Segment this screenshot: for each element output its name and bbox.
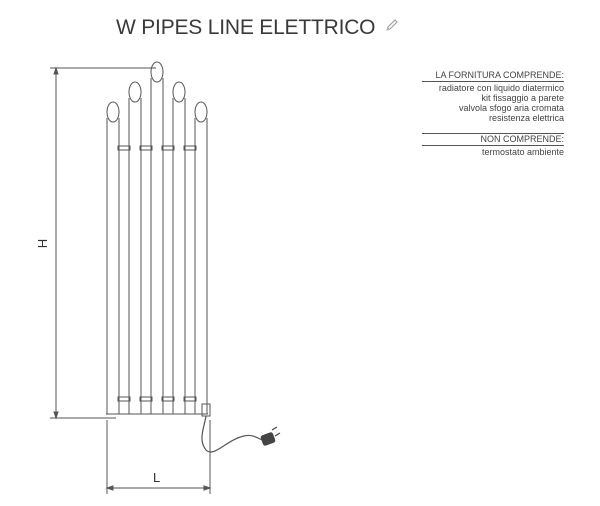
- included-item: valvola sfogo aria cromata: [458, 103, 564, 113]
- included-header: LA FORNITURA COMPRENDE:: [422, 70, 564, 82]
- power-cable: [201, 415, 263, 453]
- pencil-icon: [386, 19, 398, 31]
- width-label: L: [153, 470, 161, 485]
- specs-box: LA FORNITURA COMPRENDE: radiatore con li…: [422, 70, 564, 157]
- included-item: kit fissaggio a parete: [481, 93, 564, 103]
- title-text: W PIPES LINE ELETTRICO: [116, 16, 376, 39]
- pipe-5: [194, 101, 208, 414]
- pipe-2: [128, 81, 142, 414]
- width-arrow-right: [203, 485, 212, 491]
- electric-plug-icon: [260, 426, 281, 446]
- top-connectors: [117, 145, 197, 151]
- bottom-connectors: [117, 396, 197, 402]
- pipe-3: [150, 61, 164, 414]
- drawing-title: W PIPES LINE ELETTRICO: [116, 16, 399, 40]
- included-item: resistenza elettrica: [488, 113, 564, 123]
- height-label: H: [35, 238, 51, 249]
- height-arrow-top: [53, 66, 59, 75]
- pipe-4: [172, 81, 186, 414]
- height-arrow-bottom: [53, 411, 59, 420]
- excluded-header: NON COMPRENDE:: [422, 134, 564, 146]
- width-arrow-left: [105, 485, 114, 491]
- section-divider: [422, 123, 564, 134]
- included-item: radiatore con liquido diatermico: [438, 83, 564, 93]
- excluded-item: termostato ambiente: [481, 147, 564, 157]
- pipe-1: [106, 101, 120, 414]
